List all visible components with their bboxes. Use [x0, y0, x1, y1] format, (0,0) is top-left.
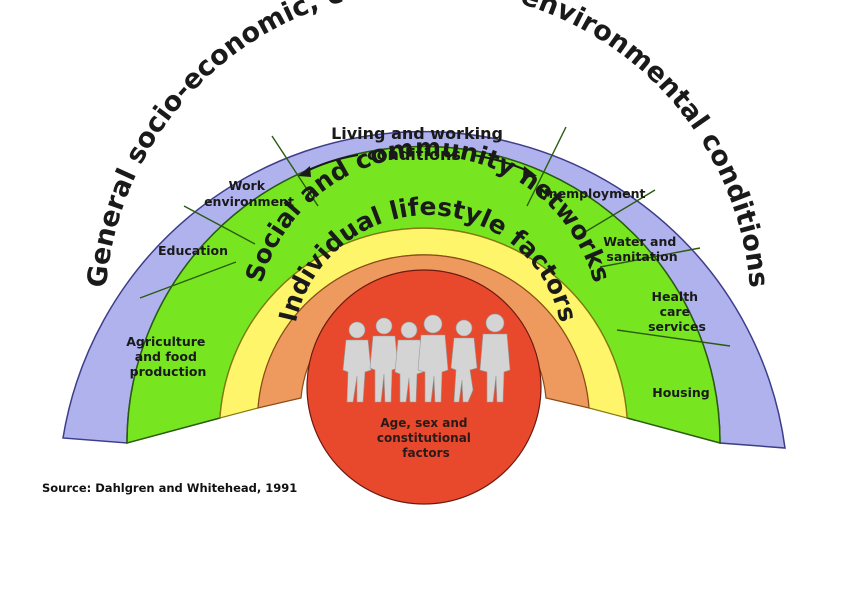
core-circle	[306, 269, 542, 505]
segment-health-care: Health care services	[648, 289, 706, 334]
segment-water-sanitation: Water and sanitation	[603, 234, 680, 264]
segment-agriculture: Agriculture and food production	[126, 334, 210, 379]
arrow-right-head-icon	[523, 166, 537, 177]
segment-housing: Housing	[652, 385, 710, 400]
segment-unemployment: Unemployment	[539, 186, 646, 201]
arrow-left-head-icon	[298, 166, 311, 177]
source-caption: Source: Dahlgren and Whitehead, 1991	[42, 481, 297, 495]
living-working-line1: Living and working	[331, 124, 503, 143]
segment-education: Education	[158, 243, 228, 258]
core-label: Age, sex and constitutional factors	[377, 416, 475, 460]
living-working-line2: conditions	[367, 145, 461, 164]
people-group-icon	[342, 313, 511, 403]
segment-work-environment: Work environment	[204, 178, 294, 209]
green-dividers	[139, 126, 731, 347]
